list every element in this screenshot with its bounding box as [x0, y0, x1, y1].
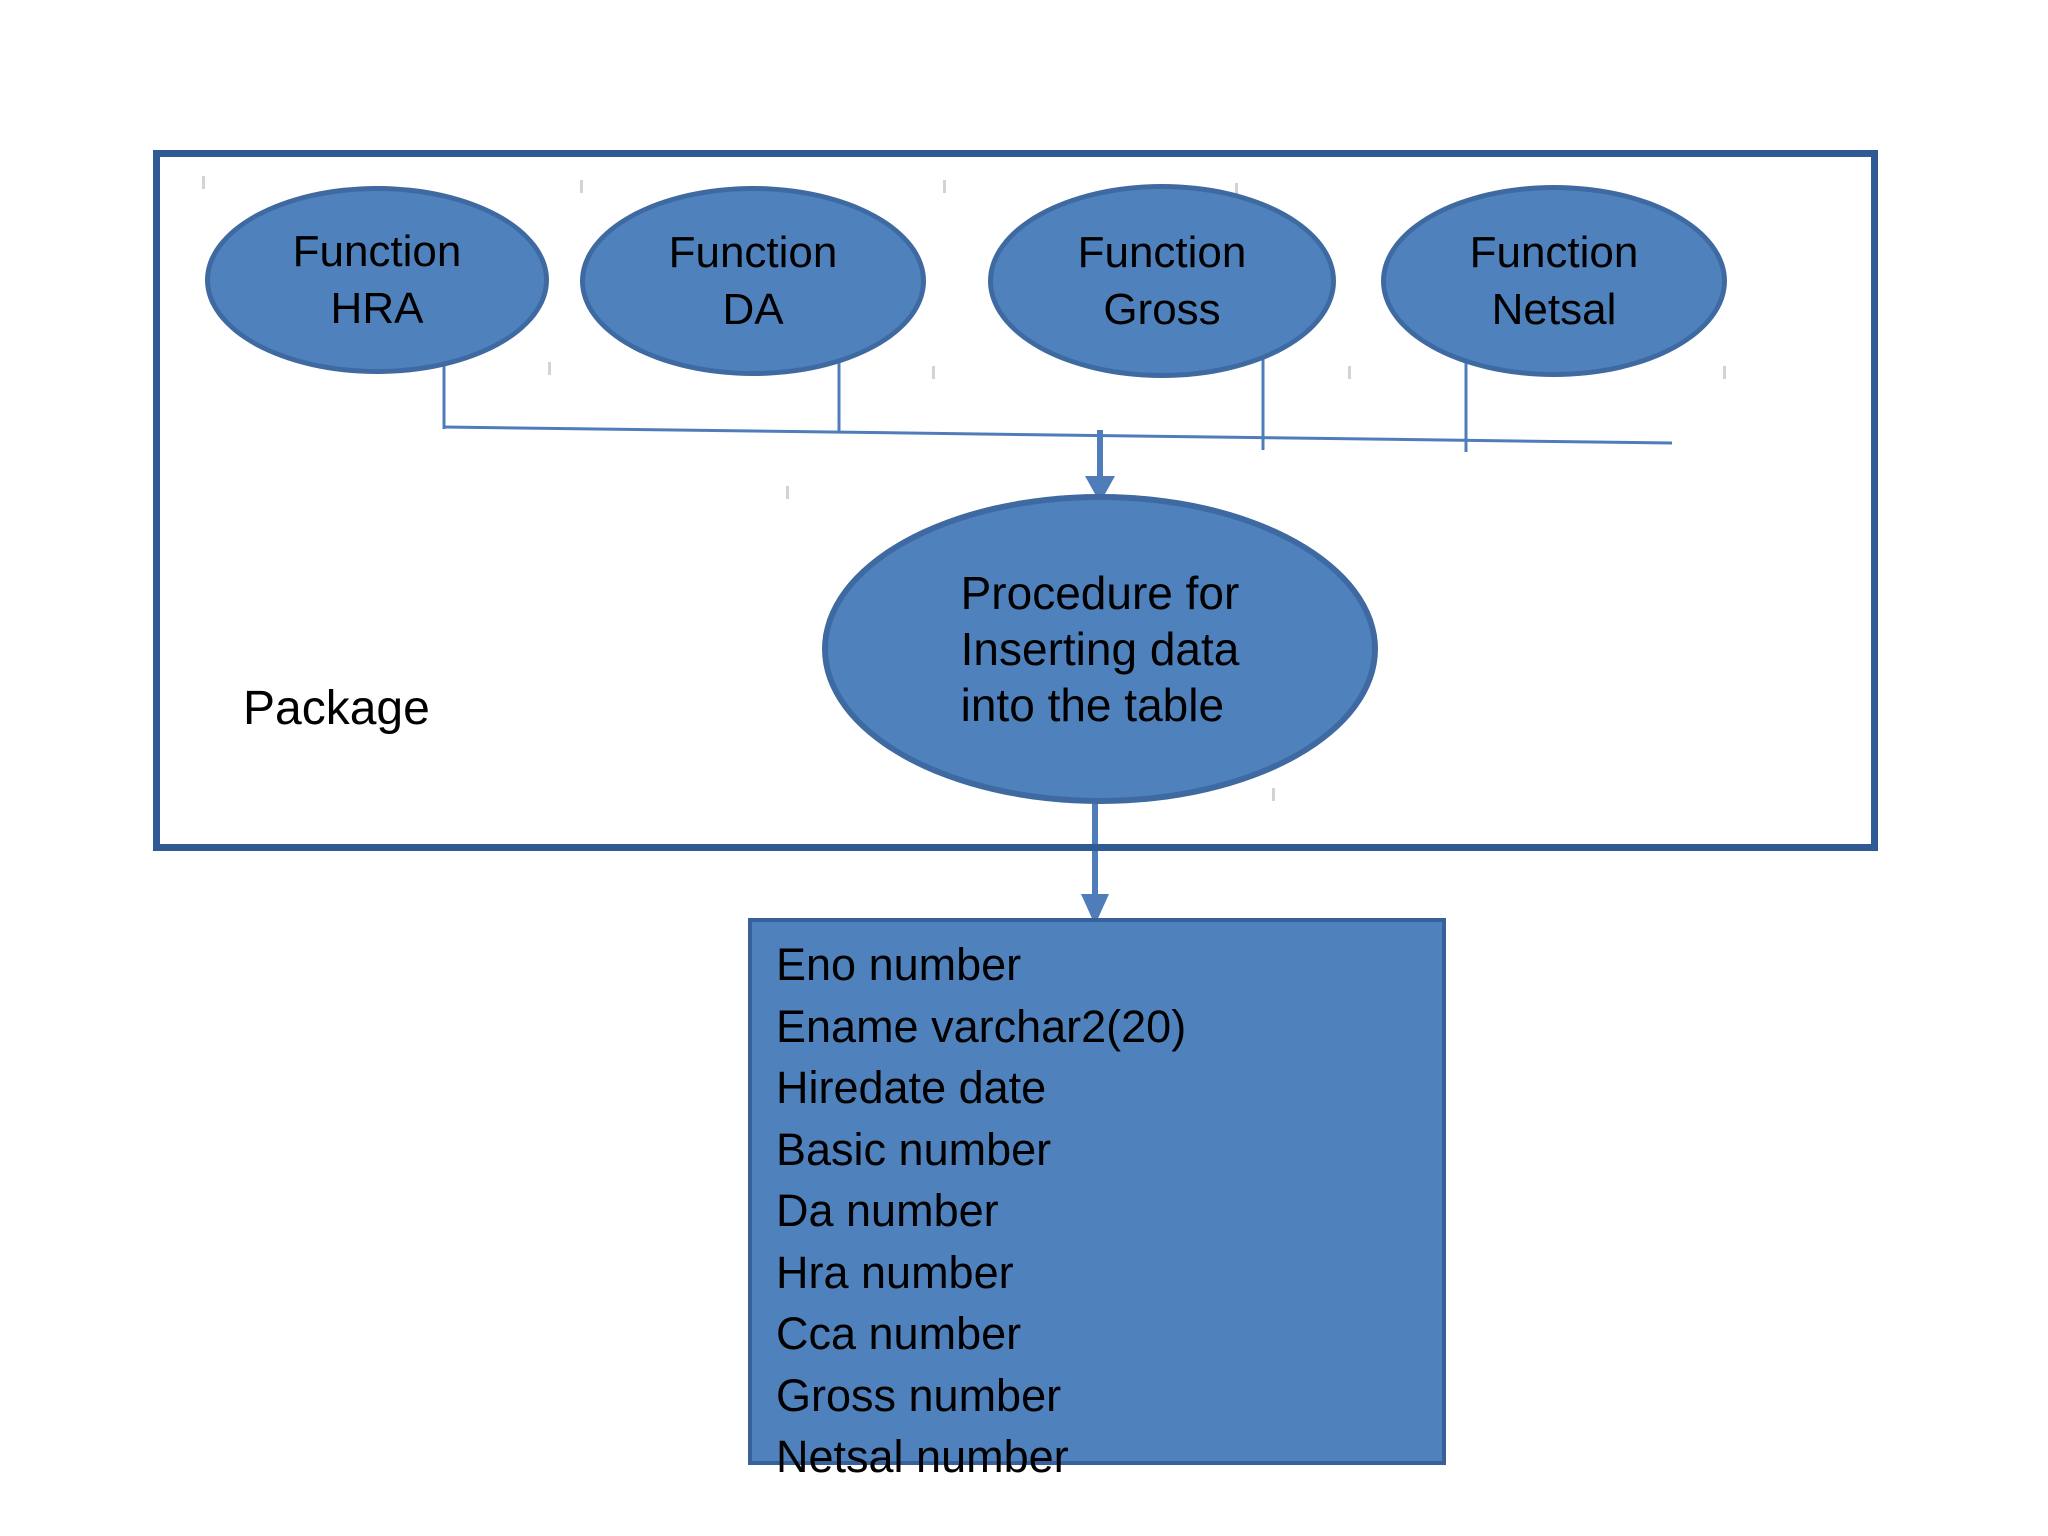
artifact-tick: [1235, 183, 1238, 196]
artifact-tick: [548, 362, 551, 375]
artifact-tick: [580, 180, 583, 193]
artifact-tick: [932, 366, 935, 379]
package-container-rect: [153, 150, 1878, 851]
table-field: Hra number: [776, 1246, 1014, 1298]
table-field: Basic number: [776, 1123, 1052, 1175]
procedure-line1: Procedure for: [960, 567, 1240, 619]
function-hra-line1: Function: [292, 227, 462, 276]
artifact-tick: [1723, 366, 1726, 379]
procedure-ellipse: Procedure for Inserting data into the ta…: [822, 494, 1378, 804]
arrow-to-procedure-head: [1085, 476, 1115, 503]
table-field: Cca number: [776, 1308, 1022, 1359]
function-netsal-line2: Netsal: [1491, 285, 1617, 334]
table-field: Hiredate date: [776, 1062, 1047, 1113]
table-field: Ename varchar2(20): [776, 1000, 1187, 1052]
procedure-line3: into the table: [960, 679, 1225, 731]
table-field-list: Eno number Ename varchar2(20) Hiredate d…: [752, 922, 1442, 1488]
artifact-tick: [202, 176, 205, 189]
artifact-tick: [786, 486, 789, 499]
function-hra-ellipse: Function HRA: [205, 186, 549, 374]
function-netsal-line1: Function: [1469, 228, 1639, 277]
procedure-label: Procedure for Inserting data into the ta…: [961, 565, 1240, 733]
function-da-ellipse: Function DA: [580, 186, 926, 376]
function-gross-ellipse: Function Gross: [988, 184, 1336, 378]
artifact-tick: [1348, 366, 1351, 379]
arrow-to-table-head: [1081, 894, 1109, 925]
connector-bus-line: [443, 425, 1673, 445]
artifact-tick: [1272, 788, 1275, 801]
function-hra-line2: HRA: [330, 284, 424, 333]
table-field: Gross number: [776, 1369, 1062, 1421]
procedure-line2: Inserting data: [960, 623, 1240, 675]
function-da-line2: DA: [722, 285, 784, 334]
package-label: Package: [243, 682, 430, 735]
table-field: Eno number: [776, 939, 1022, 990]
function-gross-line1: Function: [1077, 228, 1247, 277]
function-netsal-ellipse: Function Netsal: [1381, 185, 1727, 377]
function-gross-line2: Gross: [1103, 285, 1221, 334]
table-definition-box: Eno number Ename varchar2(20) Hiredate d…: [748, 918, 1446, 1482]
function-da-line1: Function: [668, 228, 838, 277]
table-field: Da number: [776, 1185, 999, 1236]
artifact-tick: [943, 180, 946, 193]
table-field: Netsal number: [776, 1431, 1069, 1482]
